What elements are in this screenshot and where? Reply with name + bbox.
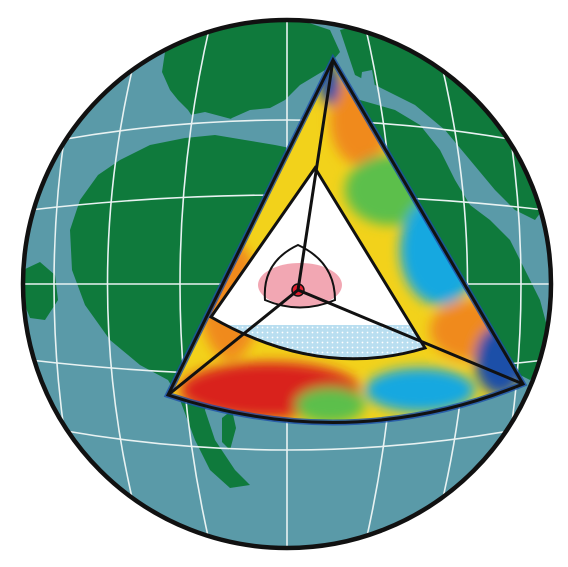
radial-edge bbox=[296, 59, 335, 291]
madagascar-land bbox=[222, 410, 236, 450]
mantle-cutaway bbox=[163, 53, 528, 426]
parallel-line bbox=[59, 119, 516, 141]
globe-outline bbox=[20, 17, 554, 551]
inner-core-boundary bbox=[263, 243, 337, 309]
core-mantle-boundary bbox=[208, 165, 428, 361]
parallel-line bbox=[59, 429, 516, 451]
arabia-land bbox=[320, 100, 548, 380]
mediterranean-sea bbox=[175, 112, 300, 140]
outer-wedge-edge bbox=[165, 56, 526, 424]
caspian-sea bbox=[360, 70, 376, 100]
mild-fast-anomaly-region bbox=[295, 387, 365, 423]
radial-edge bbox=[167, 288, 299, 397]
outer-core bbox=[211, 168, 425, 359]
south-america-land bbox=[23, 262, 58, 320]
cutaway-edges bbox=[165, 56, 526, 424]
radial-edge bbox=[297, 288, 524, 386]
fast-anomaly-region bbox=[365, 368, 475, 412]
